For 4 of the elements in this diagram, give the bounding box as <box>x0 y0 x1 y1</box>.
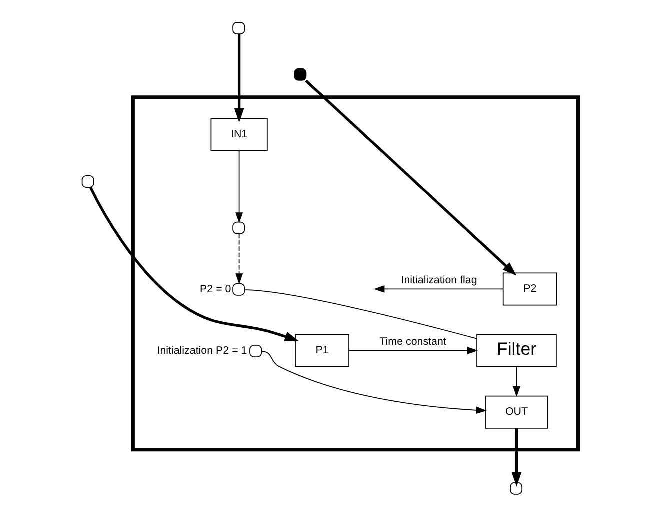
node-label: P2 = 0 <box>200 283 231 296</box>
edge-label: Initialization flag <box>400 274 477 287</box>
edge-label: Time constant <box>379 336 446 348</box>
node-label: Initialization P2 = 1 <box>156 344 247 357</box>
